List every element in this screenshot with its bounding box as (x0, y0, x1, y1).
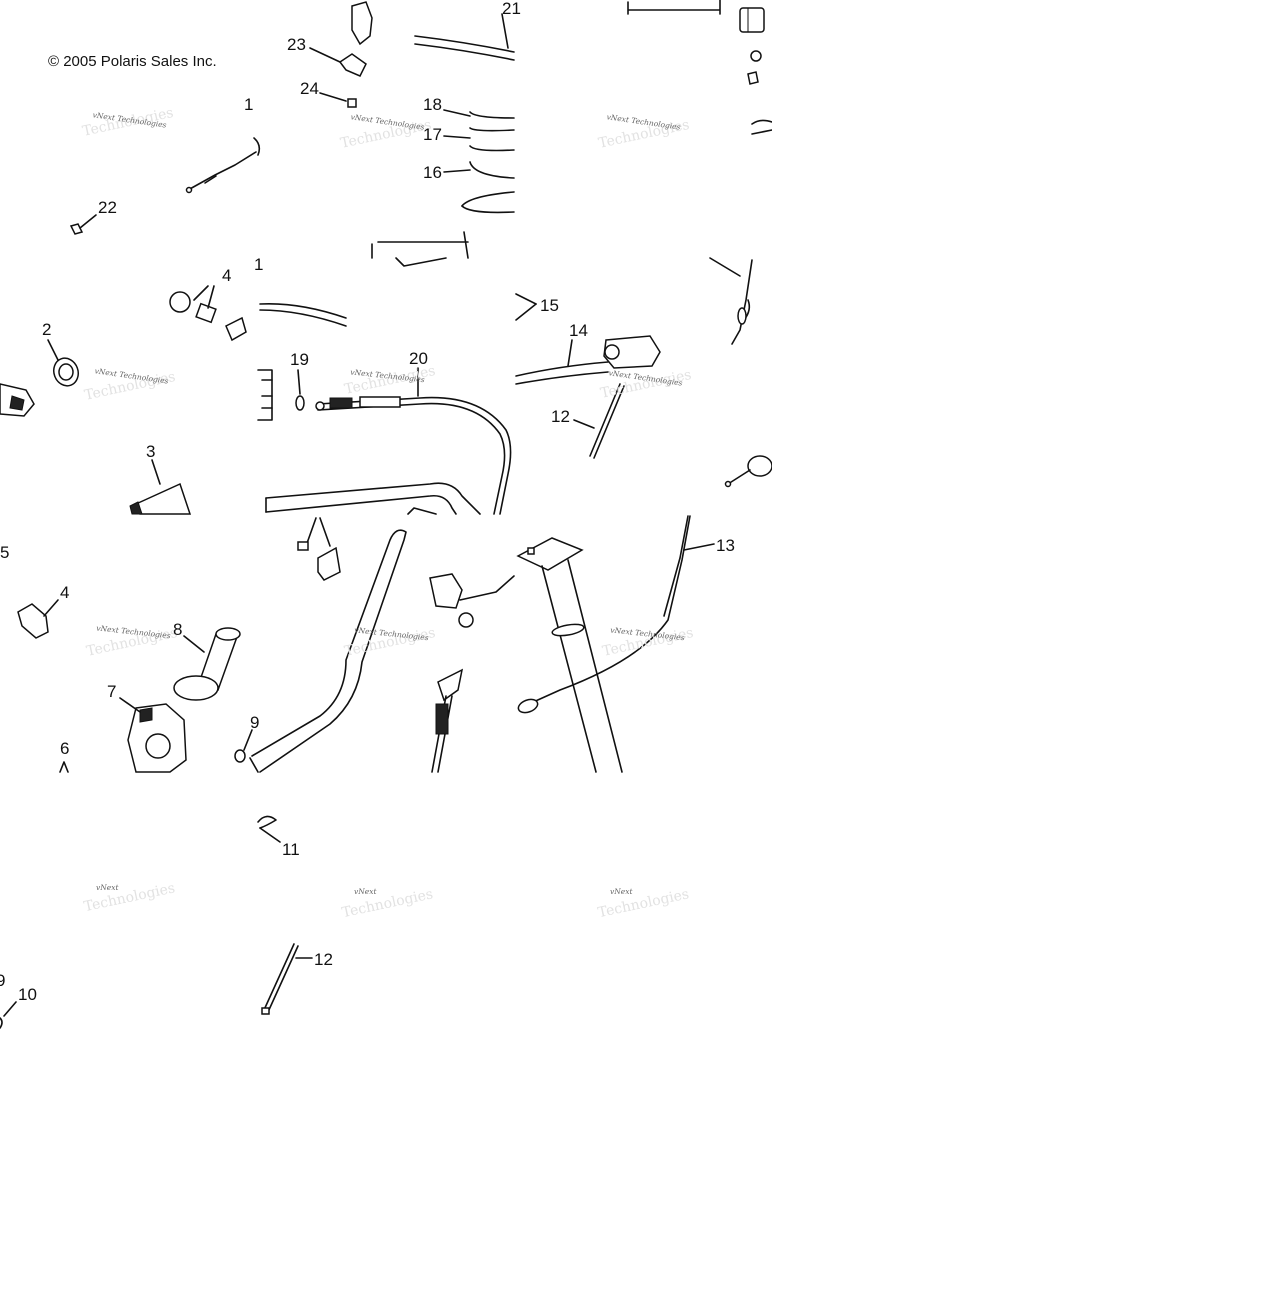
callout-18: 18 (423, 95, 442, 114)
part-12-pin-lower (261, 943, 313, 1015)
callout-4: 4 (222, 266, 231, 285)
callout-2: 2 (42, 320, 51, 339)
part-10-fastener (0, 1001, 17, 1029)
part-12-pin (573, 383, 625, 459)
callout-9: 9 (250, 713, 259, 732)
part-handlebar-lower (265, 482, 481, 515)
callout-12b: 12 (314, 950, 333, 969)
part-6-marker (59, 761, 69, 773)
part-throttle-housing-right (724, 455, 773, 488)
callout-6: 6 (60, 739, 69, 758)
callout-7: 7 (107, 682, 116, 701)
part-4-key-switch (169, 285, 247, 342)
part-handlebar-upper-left (257, 302, 347, 421)
part-15-line (515, 293, 537, 321)
callout-9b: 9 (0, 971, 5, 990)
part-brake-cable-end (431, 668, 464, 773)
callout-20: 20 (409, 349, 428, 368)
part-9-spacer (234, 729, 253, 763)
part-3-decal (129, 459, 192, 515)
part-switch-top-right (739, 7, 773, 135)
part-21-handlebar-pad (414, 13, 515, 61)
part-19-washer (295, 369, 305, 411)
callout-13: 13 (716, 536, 735, 555)
part-24-bolt (319, 92, 357, 108)
part-23-clamp (309, 1, 373, 77)
callout-1b: 1 (254, 255, 263, 274)
callout-19: 19 (290, 350, 309, 369)
part-18-17-16-pads (443, 109, 515, 214)
callout-5: 5 (0, 543, 9, 562)
part-master-cylinder (429, 573, 515, 628)
callout-17: 17 (423, 125, 442, 144)
part-2-nut (47, 339, 80, 387)
part-20-brake-cable (315, 367, 512, 515)
callout-21: 21 (502, 0, 521, 18)
callout-14: 14 (569, 321, 588, 340)
callout-4b: 4 (60, 583, 69, 602)
part-handlebar-grip-top (371, 231, 469, 267)
part-11-clip (257, 815, 281, 843)
part-13-cable (517, 515, 715, 714)
callout-23: 23 (287, 35, 306, 54)
callout-16: 16 (423, 163, 442, 182)
part-8-grip (173, 627, 241, 701)
svg-text:vNext: vNext (96, 883, 119, 892)
part-grip-top-right (627, 0, 721, 15)
callout-1: 1 (244, 95, 253, 114)
callout-12: 12 (551, 407, 570, 426)
part-7-throttle-housing (119, 697, 187, 773)
part-steering-post (516, 537, 623, 773)
callout-labels: 21 23 24 18 17 16 1 22 4 2 3 1 19 20 15 … (0, 0, 735, 1004)
callout-15: 15 (540, 296, 559, 315)
part-handlebar-main (249, 529, 407, 773)
callout-8: 8 (173, 620, 182, 639)
svg-text:vNext: vNext (610, 887, 633, 896)
part-4-switch-lower (17, 599, 59, 639)
callout-10: 10 (18, 985, 37, 1004)
callout-22: 22 (98, 198, 117, 217)
callout-24: 24 (300, 79, 319, 98)
copyright-notice: © 2005 Polaris Sales Inc. (48, 53, 217, 70)
part-14-brake-lever (515, 335, 661, 385)
part-cable-right-top (709, 257, 753, 345)
part-22-screw (69, 214, 97, 235)
part-clamp-lower (297, 517, 341, 581)
callout-11: 11 (282, 840, 300, 859)
svg-text:vNext: vNext (354, 887, 377, 896)
part-ignition-switch (0, 383, 35, 417)
part-1-throttle-cable-end (185, 137, 261, 194)
callout-3: 3 (146, 442, 155, 461)
